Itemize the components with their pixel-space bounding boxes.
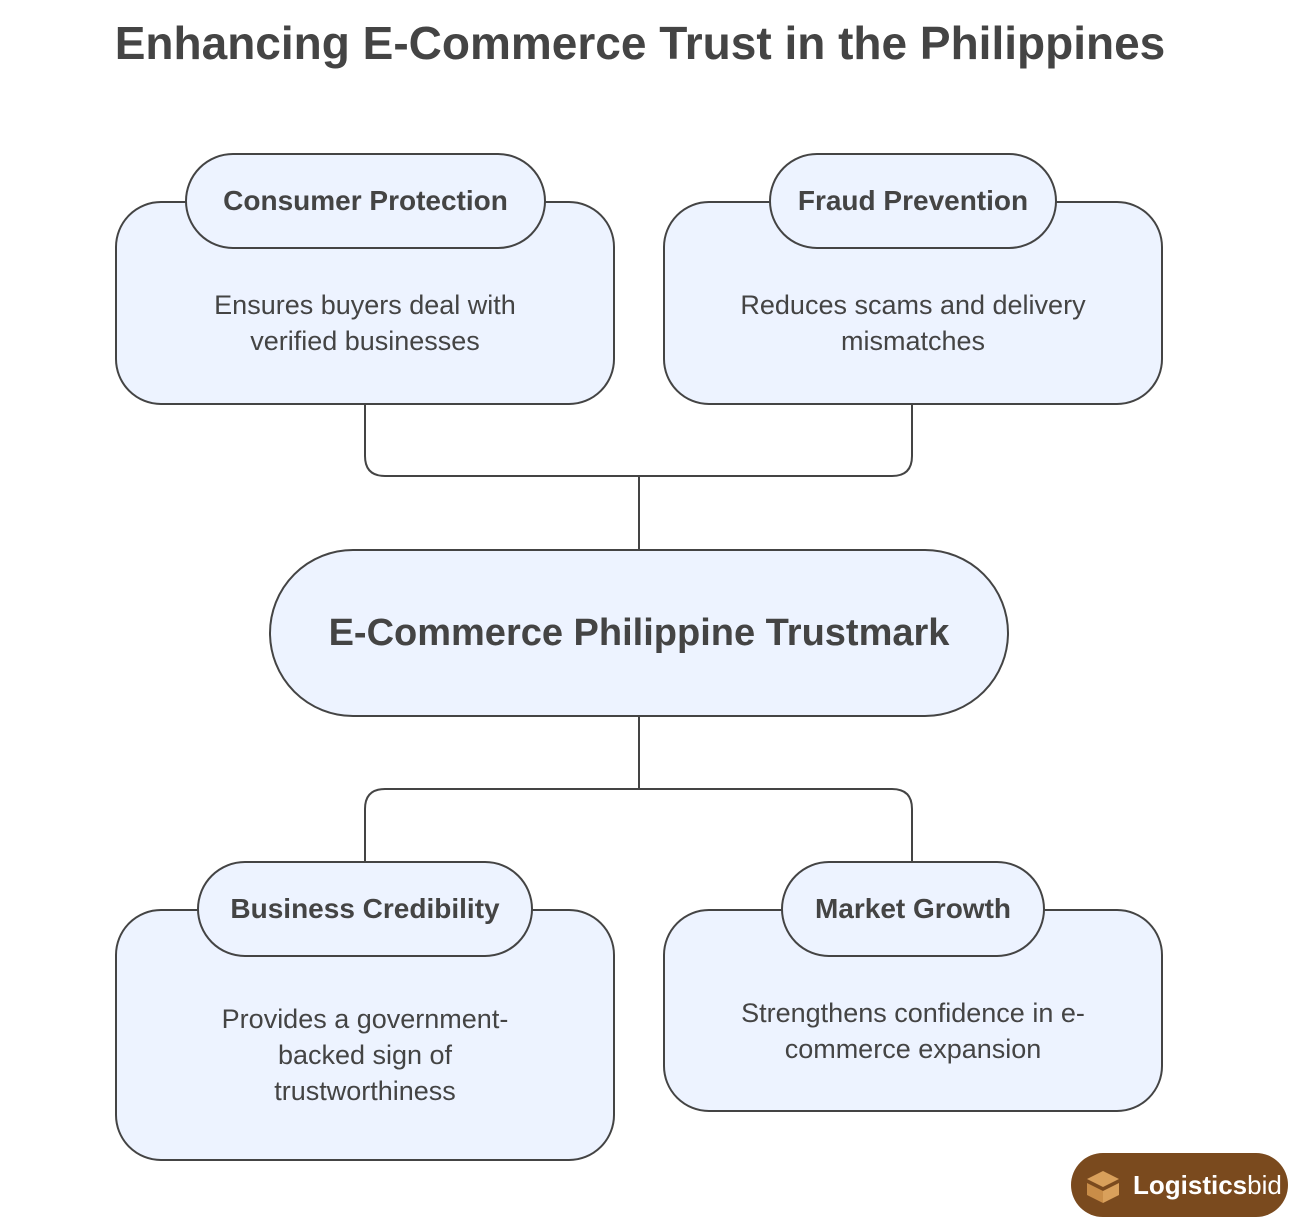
consumer-protection-label: Consumer Protection — [185, 153, 546, 249]
diagram-title: Enhancing E-Commerce Trust in the Philip… — [114, 17, 1166, 69]
logo-text-bold: Logistics — [1133, 1169, 1248, 1200]
node-description: Strengthens confidence in e-commerce exp… — [741, 997, 1085, 1064]
central-node: E-Commerce Philippine Trustmark — [269, 549, 1009, 717]
node-description: Reduces scams and delivery mismatches — [740, 290, 1086, 356]
business-credibility-label: Business Credibility — [197, 861, 533, 957]
box-icon — [1087, 1171, 1119, 1203]
fraud-prevention-label: Fraud Prevention — [769, 153, 1057, 249]
node-description: Ensures buyers deal with verified busine… — [214, 290, 516, 356]
node-description: Provides a government-backed sign of tru… — [221, 1004, 509, 1106]
market-growth-label: Market Growth — [781, 861, 1045, 957]
logo-text-light: bid — [1247, 1169, 1282, 1200]
fraud-prevention-card: Reduces scams and delivery mismatches — [663, 201, 1163, 405]
